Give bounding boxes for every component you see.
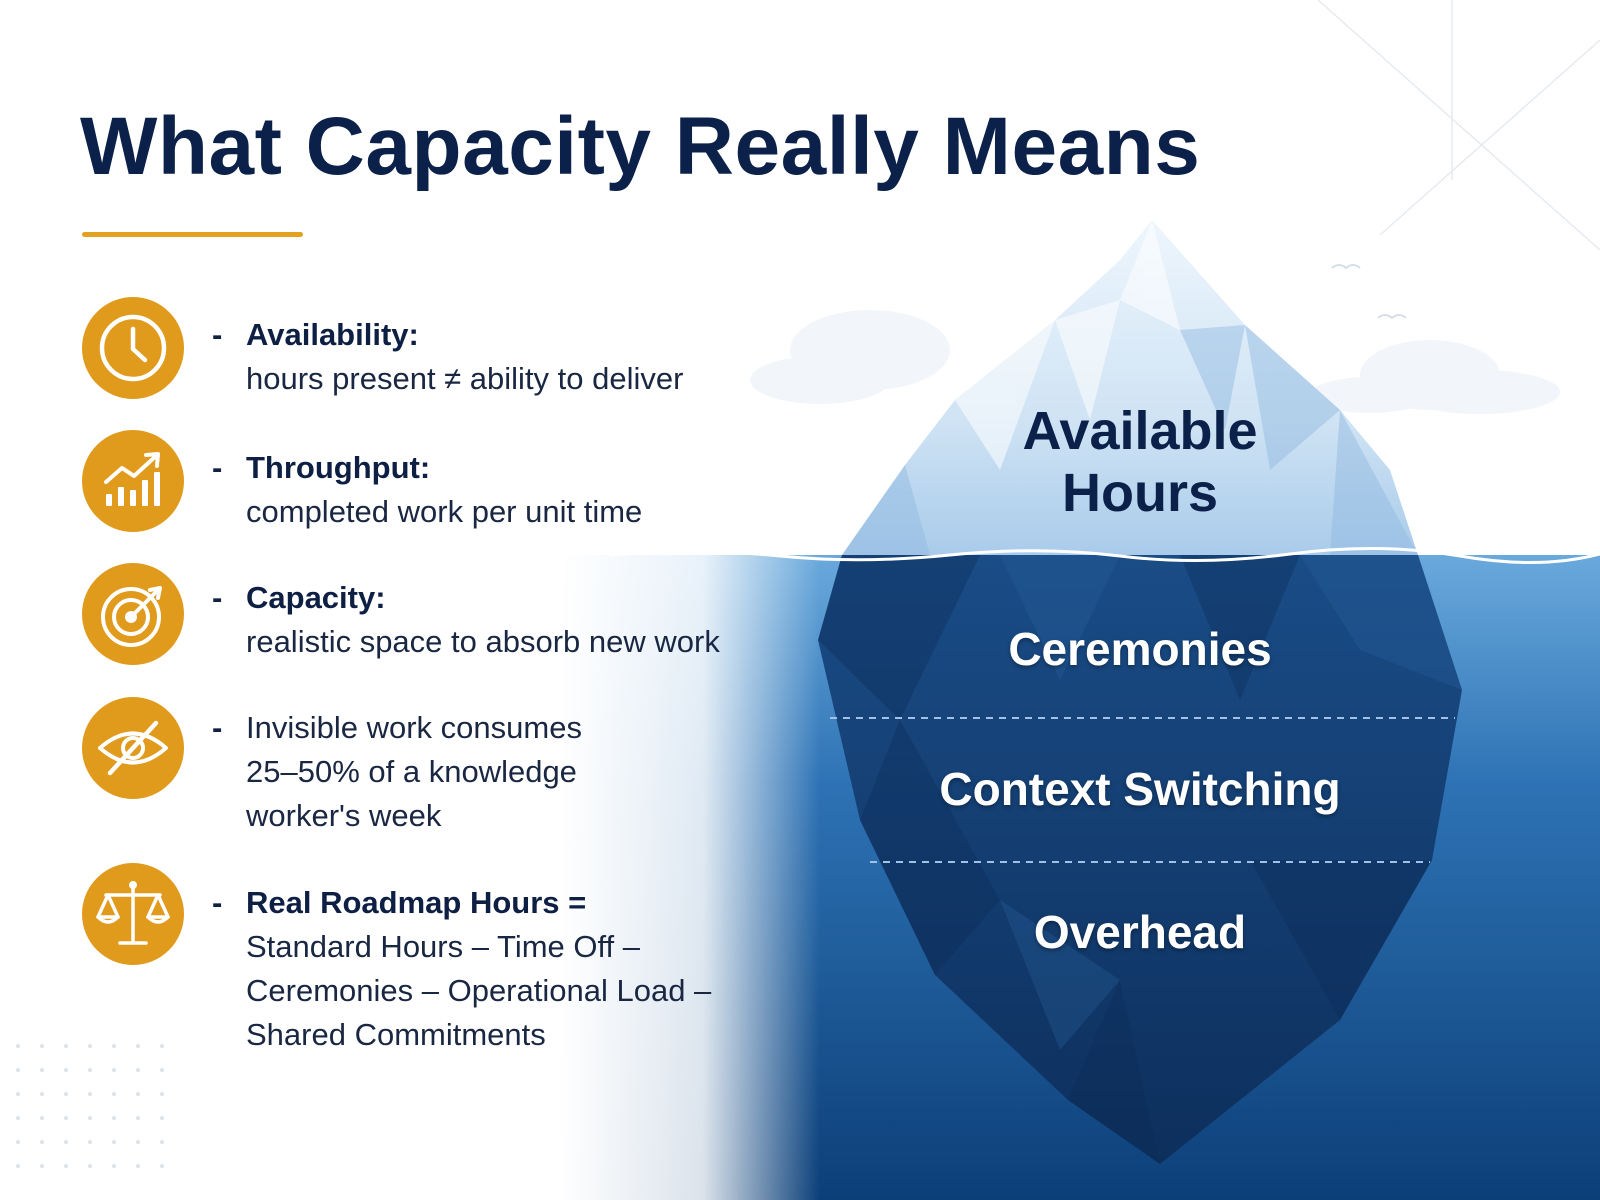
item-description: completed work per unit time	[246, 494, 643, 529]
hidden-eye-icon	[82, 697, 184, 799]
context-switching-label: Context Switching	[939, 763, 1341, 815]
title-underline	[82, 232, 303, 237]
bullet-dash: -	[212, 580, 223, 615]
birds	[1331, 264, 1407, 320]
waterline	[609, 546, 1600, 564]
item-label: Throughput:	[246, 450, 431, 485]
bullet-dash: -	[212, 317, 223, 352]
target-icon	[82, 563, 184, 665]
item-line: Invisible work consumes	[246, 710, 582, 745]
item-line: 25–50% of a knowledge	[246, 754, 577, 789]
bullet-dash: -	[212, 710, 223, 745]
bullet-dash: -	[212, 450, 223, 485]
availability-item: - Availability: hours present ≠ ability …	[212, 313, 732, 401]
clock-icon	[82, 297, 184, 399]
item-description: hours present ≠ ability to deliver	[246, 361, 684, 396]
tip-label-line: Available	[1022, 401, 1258, 461]
item-line: Shared Commitments	[246, 1017, 546, 1052]
bullet-dash: -	[212, 885, 223, 920]
tip-label-line: Hours	[1061, 463, 1218, 523]
iceberg-tip	[842, 220, 1418, 555]
throughput-item: - Throughput: completed work per unit ti…	[212, 446, 732, 534]
item-description: realistic space to absorb new work	[246, 624, 720, 659]
item-line: worker's week	[246, 798, 442, 833]
balance-scale-icon	[82, 863, 184, 965]
clouds	[750, 310, 1560, 414]
invisible-work-item: - Invisible work consumes 25–50% of a kn…	[212, 706, 732, 838]
roadmap-hours-item: - Real Roadmap Hours = Standard Hours – …	[212, 881, 732, 1057]
ceremonies-label: Ceremonies	[1008, 623, 1272, 675]
capacity-item: - Capacity: realistic space to absorb ne…	[212, 576, 732, 664]
item-label: Capacity:	[246, 580, 386, 615]
item-label: Availability:	[246, 317, 419, 352]
overhead-label: Overhead	[1033, 906, 1247, 958]
item-line: Standard Hours – Time Off –	[246, 929, 641, 964]
iceberg-underwater	[818, 555, 1462, 1164]
item-label: Real Roadmap Hours =	[246, 885, 587, 920]
item-line: Ceremonies – Operational Load –	[246, 973, 712, 1008]
dot-grid	[15, 1043, 165, 1169]
iceberg-tip-label: Available Hours	[910, 400, 1370, 524]
page-title: What Capacity Really Means	[80, 101, 1201, 192]
growth-chart-icon	[82, 430, 184, 532]
layer-dividers	[830, 717, 1455, 863]
